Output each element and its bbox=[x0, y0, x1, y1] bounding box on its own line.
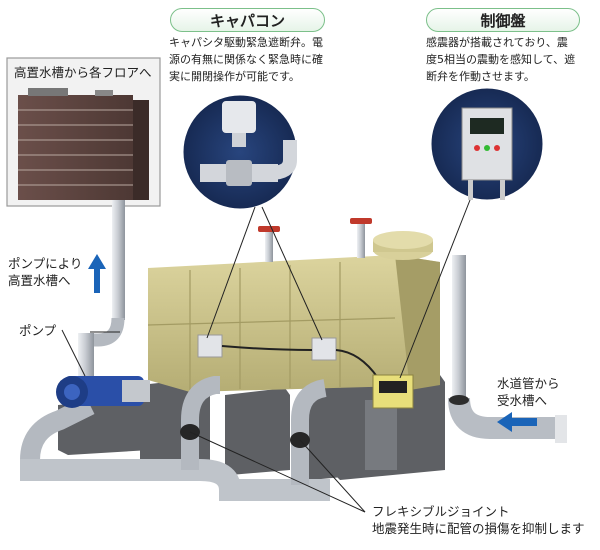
flexible-joint-title: フレキシブルジョイント bbox=[372, 504, 510, 519]
leader-lines bbox=[61, 199, 471, 513]
water-main-line: 受水槽へ bbox=[497, 393, 548, 408]
arrow-left-icon bbox=[497, 412, 537, 432]
pump-label: ポンプ bbox=[19, 323, 57, 338]
receiving-tank bbox=[147, 231, 440, 392]
building-caption: 高置水槽から各フロアへ bbox=[14, 65, 152, 80]
capacon-title: キャパコン bbox=[170, 8, 325, 32]
top-valves bbox=[258, 218, 372, 262]
building bbox=[18, 95, 133, 200]
bottom-pipes bbox=[20, 376, 330, 501]
control-panel-title: 制御盤 bbox=[426, 8, 580, 32]
arrow-up-icon bbox=[88, 254, 106, 293]
capacon-description-line: 実に開閉操作が可能です。 bbox=[169, 70, 300, 83]
control-box bbox=[372, 374, 414, 409]
pump bbox=[56, 376, 150, 408]
control-panel-description-line: 度5相当の震動を感知して、遮 bbox=[426, 53, 576, 66]
water-main-line: 水道管から bbox=[497, 376, 560, 391]
flexible-joint-description: 地震発生時に配管の損傷を抑制します bbox=[372, 521, 585, 536]
control-panel-inset bbox=[428, 85, 546, 203]
right-pipes bbox=[448, 255, 567, 443]
water-main-label: 水道管から 受水槽へ bbox=[497, 375, 560, 409]
control-panel-description: 感震器が搭載されており、震 度5相当の震動を感知して、遮 断弁を作動させます。 bbox=[426, 34, 575, 85]
capacon-description-line: キャパシタ駆動緊急遮断弁。電 bbox=[169, 36, 323, 49]
capacon-inset bbox=[180, 92, 300, 212]
control-panel-description-line: 断弁を作動させます。 bbox=[426, 70, 535, 83]
pump-to-tank-line: ポンプにより bbox=[8, 256, 83, 271]
capacon-description: キャパシタ駆動緊急遮断弁。電 源の有無に関係なく緊急時に確 実に開閉操作が可能で… bbox=[169, 34, 323, 85]
capacon-description-line: 源の有無に関係なく緊急時に確 bbox=[169, 53, 323, 66]
control-panel-description-line: 感震器が搭載されており、震 bbox=[426, 36, 568, 49]
building-panel bbox=[6, 57, 161, 207]
shutoff-valves bbox=[197, 334, 379, 379]
pump-to-tank-label: ポンプにより 高置水槽へ bbox=[8, 255, 82, 289]
riser-pipe bbox=[78, 200, 125, 388]
pump-to-tank-line: 高置水槽へ bbox=[8, 273, 71, 288]
flexible-joint-label: フレキシブルジョイント 地震発生時に配管の損傷を抑制します bbox=[372, 503, 585, 537]
